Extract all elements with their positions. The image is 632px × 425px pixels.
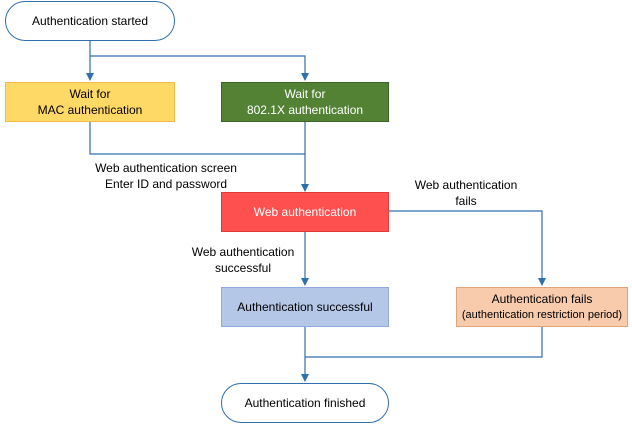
edge-label-line-2: successful — [214, 261, 272, 275]
node-label-line-1: Wait for — [69, 87, 111, 101]
edge-fail-to-finish — [305, 327, 543, 358]
node-authentication-started: Authentication started — [5, 1, 175, 41]
edge-label-line-1: Web authentication — [414, 178, 518, 192]
node-label: Authentication finished — [244, 396, 366, 410]
node-label-line-2: 802.1X authentication — [246, 103, 364, 117]
node-label: Authentication successful — [237, 300, 373, 314]
node-web-authentication: Web authentication — [221, 192, 389, 232]
edge-label-web-fails: Web authentication fails — [406, 177, 526, 209]
edge-label-web-screen: Web authentication screen Enter ID and p… — [86, 160, 246, 192]
edge-web-to-fail — [389, 210, 546, 286]
node-label-line-1: Wait for — [284, 87, 326, 101]
edge-label-line-1: Web authentication — [191, 245, 295, 259]
edge-label-line-2: Enter ID and password — [104, 177, 228, 191]
edge-start-to-8021x — [90, 55, 309, 81]
node-label-line-2: MAC authentication — [37, 103, 143, 117]
edge-mac-to-web — [89, 122, 305, 155]
node-label-line-2: (authentication restriction period) — [461, 309, 623, 321]
node-wait-8021x: Wait for 802.1X authentication — [221, 82, 389, 122]
edge-label-line-1: Web authentication screen — [95, 161, 237, 175]
node-label: Authentication started — [31, 14, 149, 28]
node-wait-mac: Wait for MAC authentication — [5, 82, 175, 122]
edge-label-web-successful: Web authentication successful — [183, 244, 303, 276]
node-authentication-successful: Authentication successful — [221, 287, 389, 327]
node-label: Web authentication — [253, 205, 357, 219]
node-authentication-fails: Authentication fails (authentication res… — [456, 287, 628, 327]
edge-label-line-2: fails — [455, 194, 477, 208]
node-label-line-1: Authentication fails — [491, 292, 593, 306]
node-authentication-finished: Authentication finished — [221, 383, 389, 423]
